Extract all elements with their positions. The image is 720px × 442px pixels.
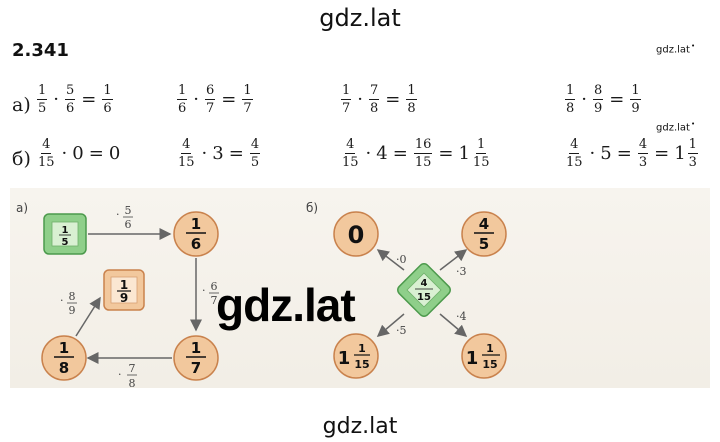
node-one-eighth: 1 8 bbox=[41, 335, 87, 381]
node-one-sixth: 1 6 bbox=[173, 211, 219, 257]
arrow bbox=[75, 296, 101, 337]
row-a-label: а) bbox=[12, 94, 31, 116]
arrow bbox=[439, 313, 468, 337]
site-title-top: gdz.lat bbox=[319, 4, 401, 32]
svg-text:5: 5 bbox=[125, 204, 132, 217]
svg-text:1: 1 bbox=[62, 225, 69, 236]
svg-text:7: 7 bbox=[191, 359, 201, 377]
diagram-b-label: б) bbox=[306, 201, 318, 215]
center-node: 4 15 bbox=[397, 263, 451, 317]
svg-text:0: 0 bbox=[348, 221, 365, 249]
svg-text:·: · bbox=[118, 368, 122, 381]
svg-text:8: 8 bbox=[69, 290, 76, 303]
svg-text:15: 15 bbox=[354, 358, 369, 371]
site-title-bottom: gdz.lat bbox=[322, 414, 398, 439]
svg-text:1: 1 bbox=[338, 348, 351, 369]
svg-text:9: 9 bbox=[120, 291, 128, 305]
svg-text:1: 1 bbox=[466, 348, 479, 369]
arrow bbox=[376, 249, 405, 271]
edge-label-b-tl: ·0 bbox=[396, 253, 407, 266]
node-four-fifths: 4 5 bbox=[461, 211, 507, 257]
svg-text:1: 1 bbox=[120, 278, 128, 292]
edge-label-a2: · 6 7 bbox=[202, 280, 219, 307]
edge-label-a3: · 7 8 bbox=[118, 362, 137, 390]
svg-text:1: 1 bbox=[191, 339, 201, 357]
svg-text:6: 6 bbox=[125, 218, 132, 231]
svg-text:15: 15 bbox=[482, 358, 497, 371]
svg-text:6: 6 bbox=[211, 280, 218, 293]
svg-text:8: 8 bbox=[59, 359, 69, 377]
svg-text:1: 1 bbox=[486, 342, 494, 355]
svg-text:7: 7 bbox=[129, 362, 136, 375]
node-mixed-bottom-right: 1 1 15 bbox=[461, 333, 507, 379]
center-watermark: gdz.lat bbox=[216, 279, 356, 331]
svg-text:·: · bbox=[116, 208, 120, 221]
svg-text:·: · bbox=[60, 294, 64, 307]
svg-text:6: 6 bbox=[191, 235, 201, 253]
arrow bbox=[439, 249, 468, 271]
side-watermark: gdz.lat bbox=[656, 120, 695, 133]
diagram-a-label: а) bbox=[16, 201, 28, 215]
edge-label-b-br: ·4 bbox=[456, 310, 467, 323]
svg-text:4: 4 bbox=[479, 215, 489, 233]
svg-text:15: 15 bbox=[417, 292, 431, 303]
edge-label-a1: · 5 6 bbox=[116, 204, 133, 231]
svg-text:5: 5 bbox=[62, 237, 69, 248]
edge-label-b-bl: ·5 bbox=[396, 324, 407, 337]
svg-text:5: 5 bbox=[479, 235, 489, 253]
node-one-seventh: 1 7 bbox=[173, 335, 219, 381]
arrow bbox=[376, 313, 405, 337]
svg-text:8: 8 bbox=[129, 377, 136, 390]
edge-label-a4: · 8 9 bbox=[60, 290, 77, 317]
svg-text:4: 4 bbox=[421, 278, 428, 289]
svg-text:1: 1 bbox=[191, 215, 201, 233]
row-b-label: б) bbox=[12, 148, 31, 170]
svg-text:9: 9 bbox=[69, 304, 76, 317]
end-node: 1 9 bbox=[103, 269, 145, 311]
svg-text:1: 1 bbox=[358, 342, 366, 355]
problem-number: 2.341 bbox=[12, 40, 69, 61]
start-node: 1 5 bbox=[43, 213, 87, 255]
svg-text:1: 1 bbox=[59, 339, 69, 357]
node-zero: 0 bbox=[333, 211, 379, 257]
side-watermark: gdz.lat bbox=[656, 42, 695, 55]
svg-text:·: · bbox=[202, 284, 206, 297]
node-mixed-bottom-left: 1 1 15 bbox=[333, 333, 379, 379]
edge-label-b-tr: ·3 bbox=[456, 265, 467, 278]
svg-text:7: 7 bbox=[211, 294, 218, 307]
